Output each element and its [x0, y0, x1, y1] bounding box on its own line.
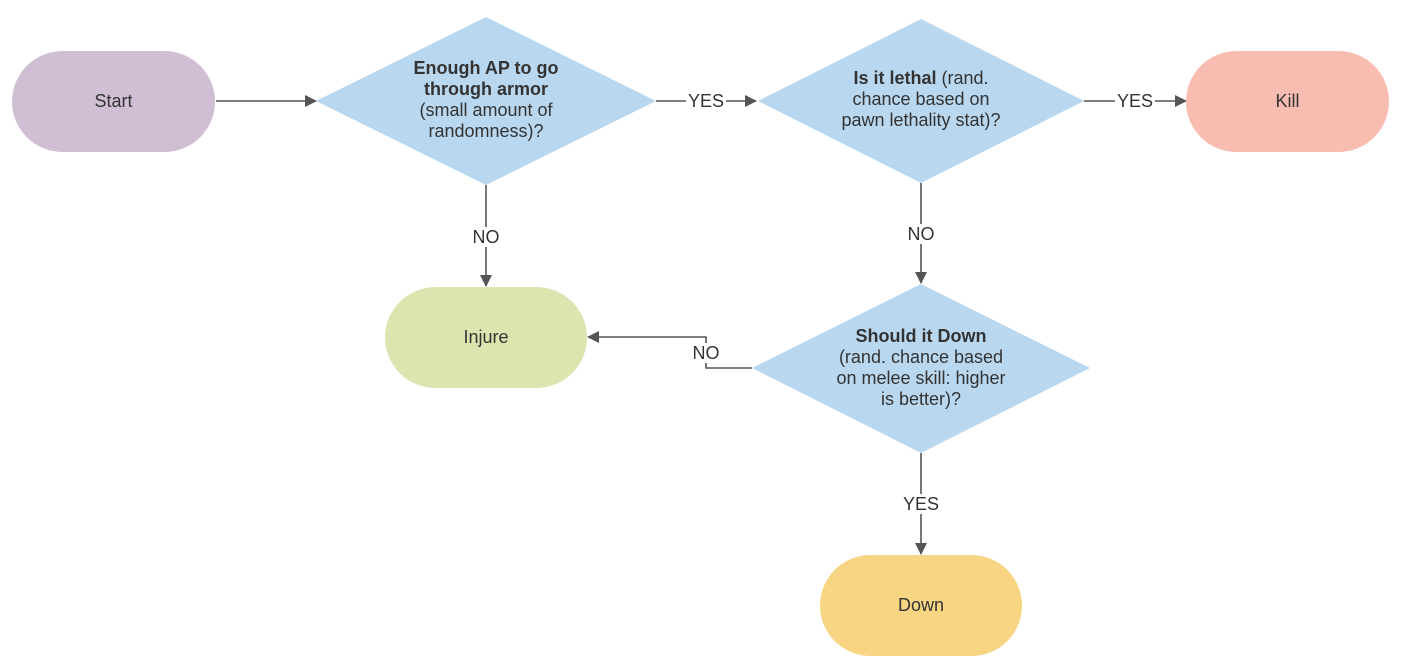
armor-decision-node: [316, 17, 656, 185]
start-label-box: Start: [12, 51, 215, 152]
kill-node: [1186, 51, 1389, 152]
down-decision-node: [752, 284, 1090, 453]
edge-label-down-yes: YES: [900, 494, 942, 514]
lethal-decision-node: [758, 19, 1084, 183]
armor-label-bold: Enough AP to go through armor: [413, 58, 559, 99]
kill-label-box: Kill: [1186, 51, 1389, 152]
down-node: [820, 555, 1022, 656]
injure-label: Injure: [463, 327, 509, 347]
lethal-label-box: Is it lethal (rand. chance based on pawn…: [836, 60, 1006, 144]
edge-label-lethal-yes: YES: [1114, 91, 1156, 111]
lethal-label-rest: (rand. chance based on pawn lethality st…: [841, 68, 1001, 130]
edge-label-down-no: NO: [690, 343, 722, 363]
edge-label-lethal-no: NO: [905, 224, 937, 244]
edge-down-no: [587, 331, 752, 369]
down-check-label-rest: (rand. chance based on melee skill: high…: [836, 347, 1006, 409]
start-label: Start: [94, 91, 133, 111]
armor-label-rest: (small amount of randomness)?: [419, 100, 553, 141]
down-label-box: Down: [820, 555, 1022, 656]
down-label: Down: [897, 595, 945, 615]
injure-label-box: Injure: [385, 287, 587, 388]
armor-label-box: Enough AP to go through armor (small amo…: [396, 52, 576, 148]
edge-label-armor-yes: YES: [685, 91, 727, 111]
edge-label-armor-no: NO: [470, 227, 502, 247]
kill-label: Kill: [1275, 91, 1300, 111]
injure-node: [385, 287, 587, 388]
down-check-label-bold: Should it Down: [855, 326, 987, 346]
down-check-label-box: Should it Down (rand. chance based on me…: [831, 318, 1011, 418]
start-node: [12, 51, 215, 152]
lethal-label-bold: Is it lethal: [853, 68, 937, 88]
